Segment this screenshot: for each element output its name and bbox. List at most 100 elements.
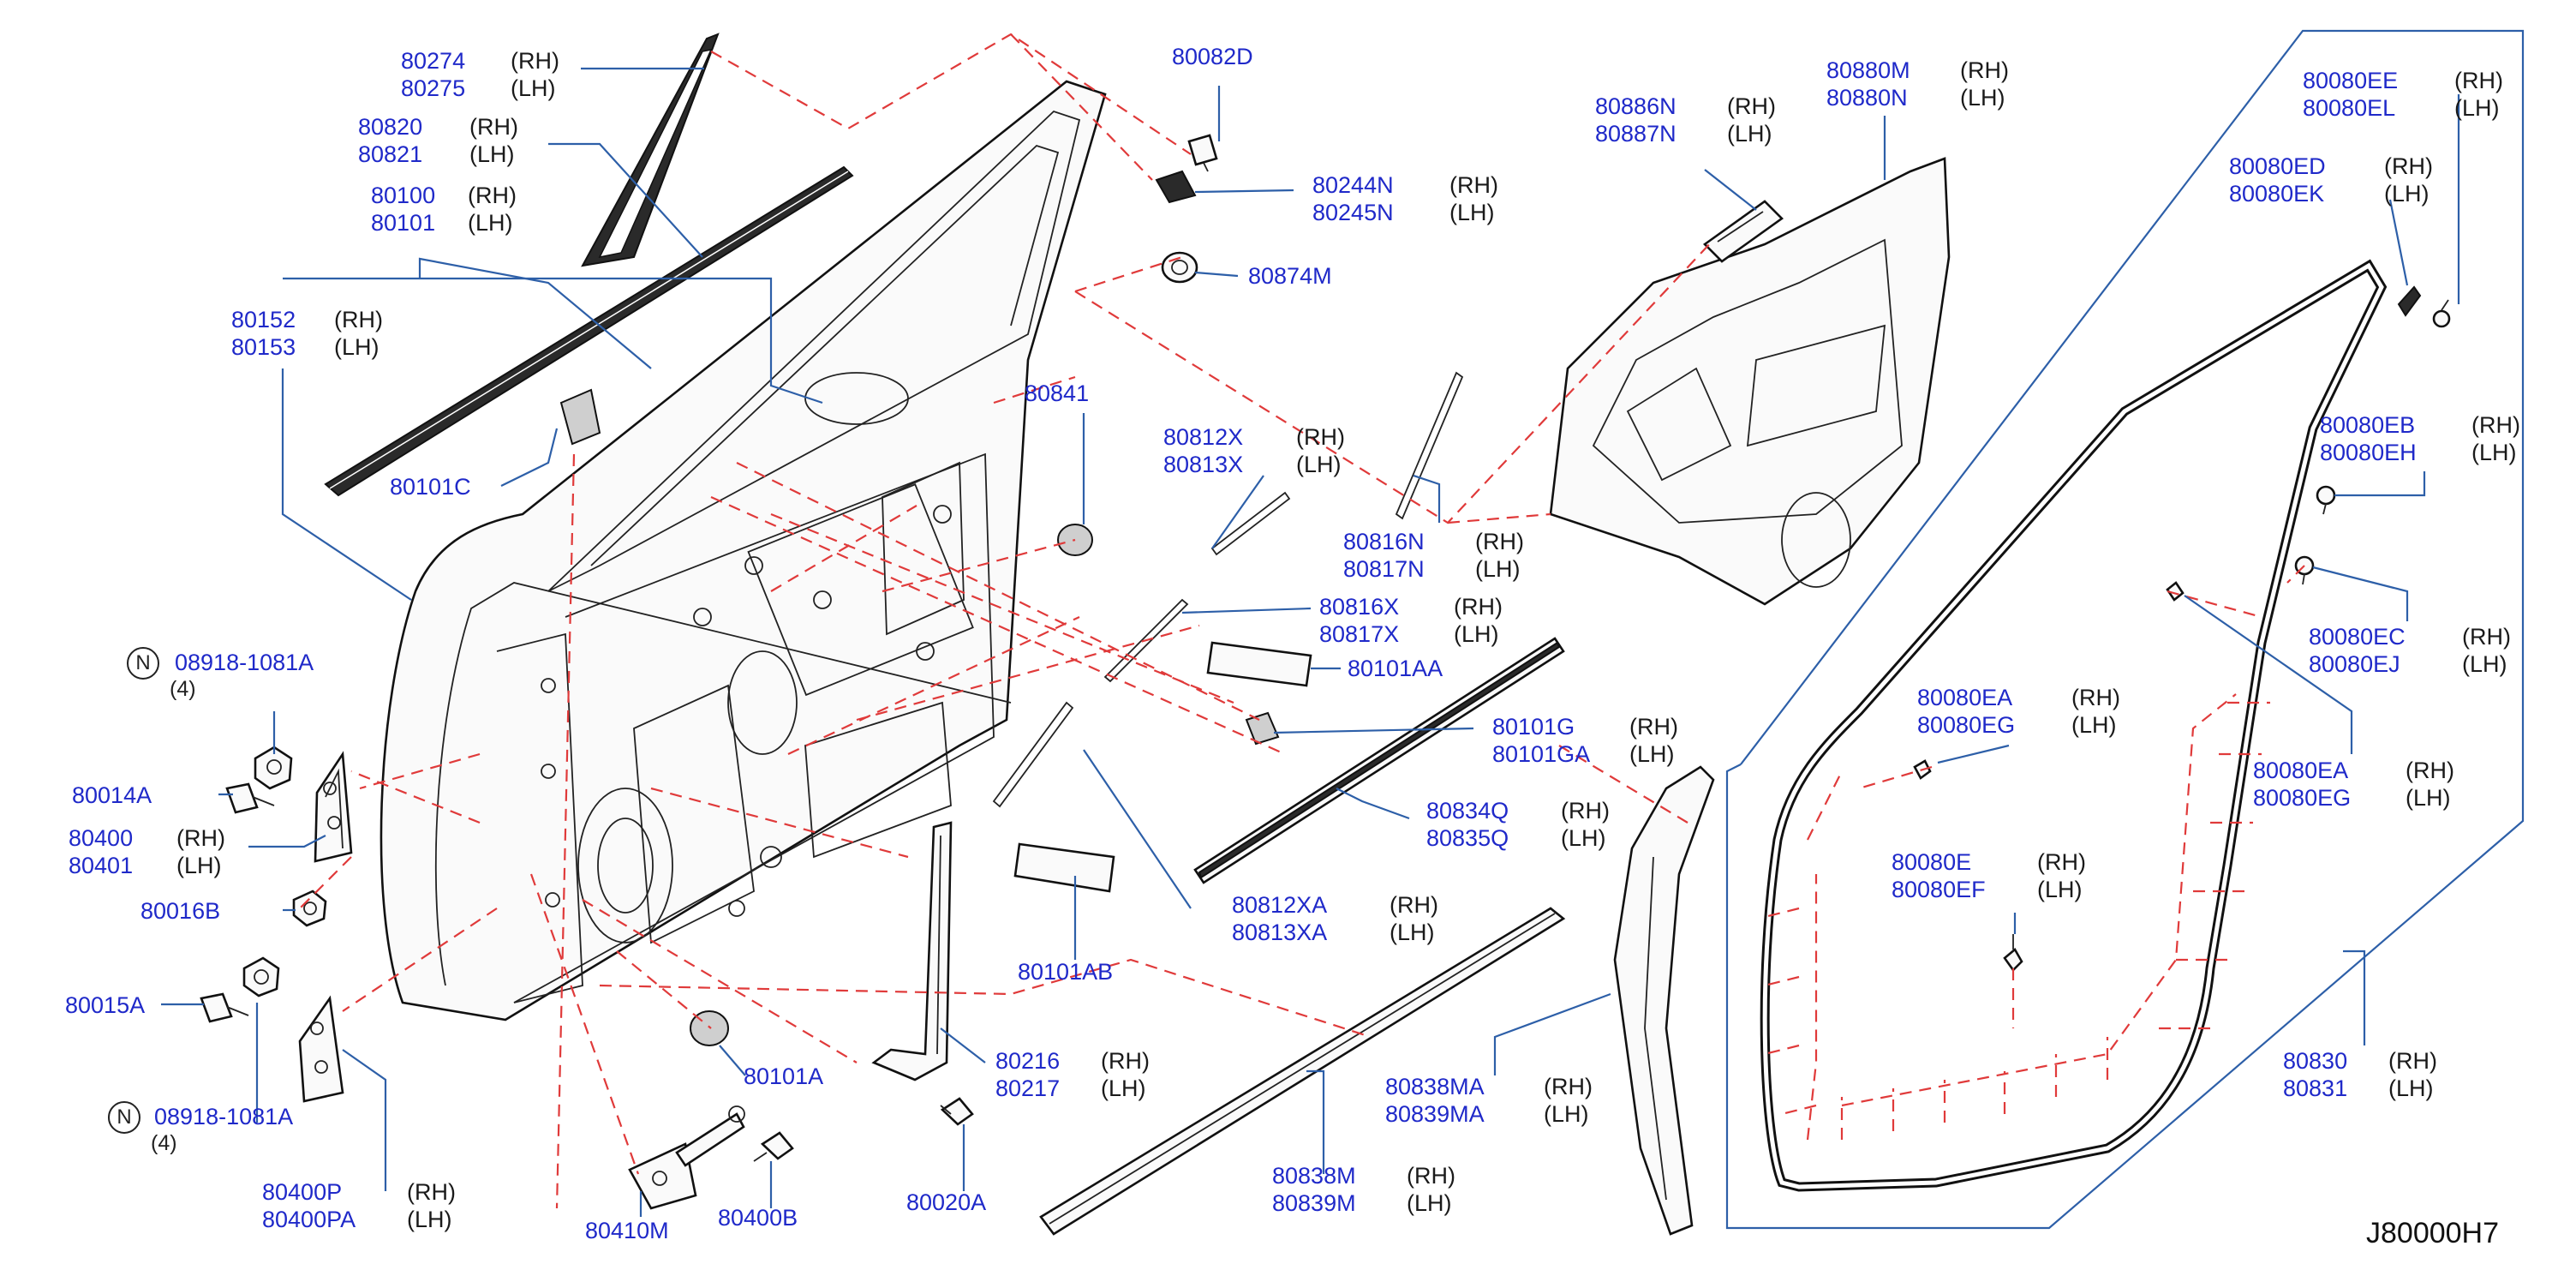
sash-channel-part (871, 821, 953, 1081)
side-rh: (RH) (2454, 68, 2503, 93)
callout-80886n[interactable]: 80886N 80887N (1595, 93, 1676, 147)
part-number: 80817N (1343, 556, 1425, 582)
part-number: 80101C (390, 474, 471, 500)
callout-80016b[interactable]: 80016B (140, 897, 220, 925)
callout-80838m[interactable]: 80838M 80839M (1272, 1162, 1356, 1217)
callout-08918-upper[interactable]: 08918-1081A (175, 649, 314, 676)
side-lh: (LH) (468, 210, 513, 236)
part-number: 80016B (140, 898, 221, 924)
part-number: 80839M (1272, 1190, 1356, 1216)
part-number: 80080ED (2229, 153, 2326, 179)
callout-80080e[interactable]: 80080E 80080EF (1892, 848, 1986, 903)
callout-80101g[interactable]: 80101G 80101GA (1492, 713, 1590, 768)
part-number: 80101GA (1492, 741, 1591, 767)
side-lh: (LH) (469, 141, 515, 167)
callout-80400[interactable]: 80400 80401 (69, 824, 133, 879)
callout-80838ma[interactable]: 80838MA 80839MA (1385, 1073, 1485, 1128)
upper-hinge-part (314, 751, 353, 863)
part-number: 80400B (718, 1205, 798, 1231)
side-markers: (RH) (LH) (334, 306, 383, 361)
callout-80080ed[interactable]: 80080ED 80080EK (2229, 153, 2326, 207)
side-lh: (LH) (2454, 95, 2500, 121)
part-number: 80835Q (1426, 825, 1509, 851)
part-number: 80020A (906, 1189, 987, 1215)
callout-80812x[interactable]: 80812X 80813X (1163, 423, 1243, 478)
callout-80080ea-left[interactable]: 80080EA 80080EG (1917, 684, 2015, 739)
callout-80152[interactable]: 80152 80153 (231, 306, 296, 361)
callout-80834q[interactable]: 80834Q 80835Q (1426, 797, 1509, 852)
callout-80080ec[interactable]: 80080EC 80080EJ (2309, 623, 2406, 678)
side-markers: (RH) (LH) (511, 47, 559, 102)
side-lh: (LH) (1449, 200, 1495, 225)
part-number: 80080EL (2303, 95, 2396, 121)
side-rh: (RH) (1407, 1163, 1455, 1189)
part-number: 80015A (65, 992, 146, 1018)
part-number: 80816X (1319, 594, 1400, 620)
callout-80816x[interactable]: 80816X 80817X (1319, 593, 1399, 648)
side-rh: (RH) (1960, 57, 2009, 83)
callout-80216[interactable]: 80216 80217 (995, 1047, 1060, 1102)
callout-80101ab[interactable]: 80101AB (1018, 958, 1113, 985)
side-rh: (RH) (176, 825, 225, 851)
side-markers: (RH) (LH) (1407, 1162, 1455, 1217)
callout-80812xa[interactable]: 80812XA 80813XA (1232, 891, 1327, 946)
callout-80880m[interactable]: 80880M 80880N (1826, 57, 1910, 111)
side-markers: (RH) (LH) (1561, 797, 1610, 852)
quantity: (4) (151, 1131, 177, 1155)
part-number: 80244N (1312, 172, 1394, 198)
callout-80830[interactable]: 80830 80831 (2283, 1047, 2347, 1102)
callout-80015a[interactable]: 80015A (65, 991, 145, 1019)
side-markers: (RH) (LH) (1449, 171, 1498, 226)
side-lh: (LH) (2388, 1075, 2434, 1101)
side-rh: (RH) (1101, 1048, 1150, 1074)
strip-80816x-part (1103, 598, 1189, 683)
nut-lower-part (242, 956, 280, 997)
part-number: 80152 (231, 307, 296, 332)
side-rh: (RH) (1296, 424, 1345, 450)
part-number: 08918-1081A (154, 1104, 294, 1129)
side-markers: (RH) (LH) (407, 1178, 456, 1233)
side-rh: (RH) (511, 48, 559, 74)
callout-80874m[interactable]: 80874M (1248, 262, 1332, 290)
callout-80820[interactable]: 80820 80821 (358, 113, 422, 168)
callout-80080ee[interactable]: 80080EE 80080EL (2303, 67, 2398, 122)
callout-80100[interactable]: 80100 80101 (371, 182, 435, 237)
callout-80101c[interactable]: 80101C (390, 473, 471, 500)
callout-80082d[interactable]: 80082D (1172, 43, 1253, 70)
part-number: 80838MA (1385, 1074, 1485, 1099)
part-number: 80410M (585, 1218, 669, 1243)
part-number: 80245N (1312, 200, 1394, 225)
side-rh: (RH) (2462, 624, 2511, 650)
relation-lines (299, 33, 2305, 1209)
part-number: 80816N (1343, 529, 1425, 554)
callout-80020a[interactable]: 80020A (906, 1189, 986, 1216)
callout-80101a[interactable]: 80101A (744, 1063, 823, 1090)
part-number: 80400P (262, 1179, 343, 1205)
callout-80816n[interactable]: 80816N 80817N (1343, 528, 1425, 583)
callout-08918-lower[interactable]: 08918-1081A (154, 1103, 293, 1130)
side-rh: (RH) (407, 1179, 456, 1205)
side-rh: (RH) (1727, 93, 1776, 119)
side-lh: (LH) (1561, 825, 1606, 851)
callout-80841[interactable]: 80841 (1025, 380, 1089, 407)
part-number: 80886N (1595, 93, 1676, 119)
callout-80274[interactable]: 80274 80275 (401, 47, 465, 102)
side-markers: (RH) (LH) (2454, 67, 2503, 122)
callout-80080eb[interactable]: 80080EB 80080EH (2320, 411, 2417, 466)
part-number: 80838M (1272, 1163, 1356, 1189)
callout-80410m[interactable]: 80410M (585, 1217, 669, 1244)
callout-80400b[interactable]: 80400B (718, 1204, 798, 1231)
callout-80080ea-right[interactable]: 80080EA 80080EG (2253, 757, 2351, 812)
callout-80244n[interactable]: 80244N 80245N (1312, 171, 1394, 226)
part-number: 80820 (358, 114, 423, 140)
bolt-80014a-part (225, 782, 275, 814)
side-markers: (RH) (LH) (1101, 1047, 1150, 1102)
side-lh: (LH) (1629, 741, 1675, 767)
callout-80014a[interactable]: 80014A (72, 782, 152, 809)
callout-80400p[interactable]: 80400P 80400PA (262, 1178, 356, 1233)
clip-80082d-part (1187, 134, 1218, 172)
side-rh: (RH) (1629, 714, 1678, 740)
callout-80101aa[interactable]: 80101AA (1348, 655, 1443, 682)
tape-80101c-part (559, 388, 601, 446)
